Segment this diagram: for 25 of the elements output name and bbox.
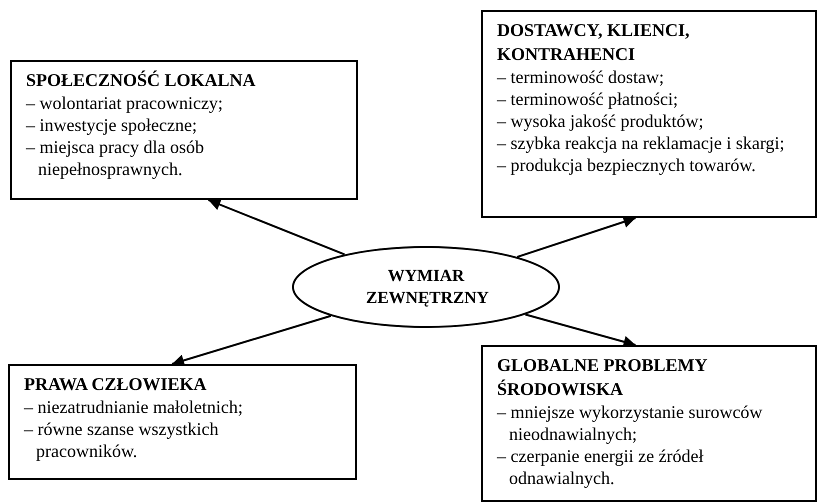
box-heading: DOSTAWCY, KLIENCI, KONTRAHENCI bbox=[497, 19, 691, 66]
arrow bbox=[516, 216, 636, 258]
arrow bbox=[525, 314, 636, 348]
text-box bbox=[8, 364, 357, 480]
box-heading: PRAWA CZŁOWIEKA bbox=[24, 373, 208, 396]
list-item: – wolontariat pracowniczy; bbox=[26, 92, 224, 114]
list-item: – wysoka jakość produktów; bbox=[497, 110, 704, 132]
text-box bbox=[481, 345, 817, 502]
arrow bbox=[208, 198, 345, 256]
text-box bbox=[481, 10, 817, 218]
arrow bbox=[172, 314, 332, 366]
list-item: – mniejsze wykorzystanie surowców nieodnawialnych; bbox=[497, 401, 764, 445]
list-item: – terminowość dostaw; bbox=[497, 66, 665, 88]
list-item: – równe szanse wszystkich pracowników. bbox=[24, 418, 220, 462]
list-item: – produkcja bezpiecznych towarów. bbox=[497, 154, 757, 176]
list-item: – szybka reakcja na reklamacje i skargi; bbox=[497, 132, 786, 154]
list-item: – miejsca pracy dla osób niepełnosprawnych. bbox=[26, 136, 205, 180]
ellipse-label: WYMIAR ZEWNĘTRZNY bbox=[366, 265, 486, 309]
box-heading: SPOŁECZNOŚĆ LOKALNA bbox=[26, 69, 257, 92]
list-item: – inwestycje społeczne; bbox=[26, 114, 198, 136]
text-box bbox=[10, 60, 358, 200]
list-item: – czerpanie energii ze źródeł odnawialnych. bbox=[497, 445, 705, 489]
list-item: – niezatrudnianie małoletnich; bbox=[24, 396, 244, 418]
list-item: – terminowość płatności; bbox=[497, 88, 679, 110]
box-heading: GLOBALNE PROBLEMY ŚRODOWISKA bbox=[497, 354, 708, 401]
